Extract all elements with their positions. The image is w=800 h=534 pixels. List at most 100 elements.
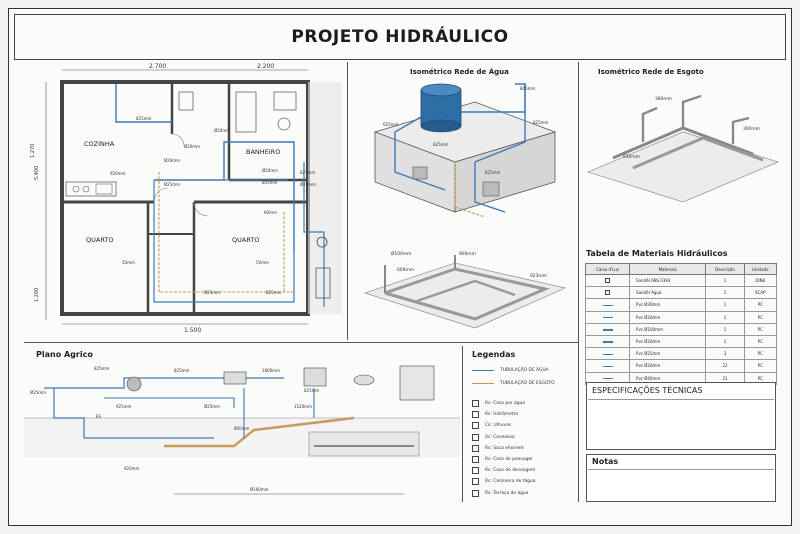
table-cell-symbol (584, 359, 631, 373)
section-label-4: 1800mm (262, 368, 280, 373)
isometric-foundation-network: Ø100mm 900mm 600mm 923mm (364, 250, 566, 329)
table-cell-qty: 1 (705, 310, 745, 324)
table-cell-material: Pvc Ø30mm (629, 298, 707, 312)
table-cell-unit: PC (743, 298, 778, 312)
plan-label-1: 825mm (136, 116, 152, 121)
table-cell-unit: PC (743, 322, 778, 336)
legend-item: Rs: Caso de decoagem (472, 467, 535, 475)
pipe-icon (602, 329, 613, 331)
legend-symbol-icon (472, 467, 479, 475)
plan-label-5: 920mm (110, 171, 126, 176)
legend-title: Legendas (472, 350, 516, 359)
legend-item: Rs: Saca ehomels (472, 444, 524, 452)
iso-water-title: Isométrico Rede de Água (410, 67, 509, 76)
checkbox-icon (605, 277, 611, 283)
plan-label-6: Ø25mm (164, 182, 180, 187)
table-cell-material: Pvc Ø25mm (629, 347, 707, 361)
table-cell-unit: PC (743, 359, 778, 373)
water-line-swatch (472, 369, 494, 372)
table-cell-symbol (584, 273, 631, 288)
section-label-1: 825mm (94, 366, 110, 371)
dim-top-left: 2.700 (149, 63, 166, 70)
iso-mid-label-2: 900mm (459, 251, 476, 257)
plan-label-10: Ø25mm (300, 182, 316, 187)
table-header-unit: Unidade (743, 263, 778, 275)
plan-label-4: Ø20mm (164, 158, 180, 163)
section-label-5: 825mm (304, 388, 320, 393)
plan-label-2: Ø20mm (184, 144, 200, 149)
pipe-icon (602, 316, 613, 319)
legend-symbol-icon (472, 422, 479, 430)
materials-table-title: Tabela de Materiais Hidráulicos (586, 249, 728, 258)
plan-label-8: Ø20mm (262, 168, 278, 173)
pipe-icon (602, 377, 613, 380)
table-cell-symbol (584, 298, 631, 312)
dim-bottom: 1.500 (184, 327, 201, 334)
table-cell-material: Pvc Ø20mm (629, 334, 707, 349)
room-bathroom: BANHEIRO (246, 148, 280, 156)
table-cell-unit: PC (743, 310, 778, 324)
legend-item: Rs: Caso de pexuager (472, 456, 533, 463)
section-label-10: 920mm (124, 466, 140, 471)
isometric-sewer-network: Isométrico Rede de Esgoto 380mm 300mm 93… (587, 68, 779, 202)
divider-vertical-2 (578, 62, 579, 502)
table-cell-unit: PC (743, 334, 778, 349)
legend-symbol-icon (472, 411, 479, 419)
iso-sewer-label-3: 930mm (623, 154, 640, 160)
legend-symbol-icon (472, 478, 479, 486)
iso-water-label-5: 825mm (485, 170, 501, 175)
table-cell-qty: 1 (705, 322, 745, 336)
section-label-9: 800mm (234, 426, 250, 431)
dim-top-right: 2.200 (257, 63, 274, 70)
legend-symbol-icon (472, 400, 479, 407)
table-cell-qty: 1 (705, 286, 745, 300)
table-header-material: Materiais (629, 263, 707, 275)
room-bedroom-2: QUARTO (232, 236, 259, 244)
dim-left-upper: 1.270 (30, 144, 36, 158)
iso-mid-label-4: 923mm (530, 273, 547, 279)
section-label-8: 1520mm (294, 404, 312, 409)
plan-label-12: 50mm (122, 260, 135, 265)
section-drawing: 825mm Ø25mm 825mm 1800mm 825mm 925mm Ø25… (24, 365, 460, 495)
plan-label-13: 50mm (256, 260, 269, 265)
iso-mid-label-3: 600mm (397, 267, 414, 273)
iso-water-label-1: 805mm (520, 86, 536, 91)
table-cell-unit: PC (743, 347, 778, 361)
table-cell-qty: 3 (705, 347, 745, 361)
iso-sewer-label-2: 300mm (743, 126, 760, 132)
project-title: PROJETO HIDRÁULICO (291, 27, 509, 47)
table-cell-symbol (584, 347, 631, 361)
isometric-water-network: Isométrico Rede de Água 805mm 825mm 625m… (373, 67, 557, 218)
table-cell-symbol (584, 310, 631, 324)
legend-item: Rs: Casa por água (472, 400, 525, 407)
table-cell-symbol (584, 322, 631, 336)
table-cell-qty: 1 (705, 298, 745, 312)
legend-item: Rs: Terraça de água (472, 489, 528, 497)
table-header-box: Caixa d'Luz (584, 263, 631, 275)
legend-symbol-icon (472, 456, 479, 463)
table-cell-unit: SCAP (743, 286, 778, 300)
pipe-icon (602, 304, 613, 307)
notes-divider (588, 469, 774, 470)
section-label-7: Ø25mm (204, 404, 220, 409)
sewer-line-swatch (472, 382, 494, 385)
divider-vertical-3 (462, 346, 463, 502)
specs-title: ESPECIFICAÇÕES TÉCNICAS (592, 386, 703, 395)
iso-water-label-3: 625mm (383, 122, 399, 127)
table-cell-unit: DINE (743, 273, 778, 288)
pipe-icon (602, 353, 613, 355)
table-cell-material: Sanitêl Água (629, 286, 707, 300)
room-kitchen: COZINHA (84, 140, 115, 148)
legend-item: Rs: Hidrômetro (472, 411, 518, 419)
plan-label-11: 60mm (264, 210, 277, 215)
iso-sewer-title: Isométrico Rede de Esgoto (598, 68, 704, 76)
pipe-icon (602, 365, 613, 368)
notes-title: Notas (592, 457, 619, 466)
